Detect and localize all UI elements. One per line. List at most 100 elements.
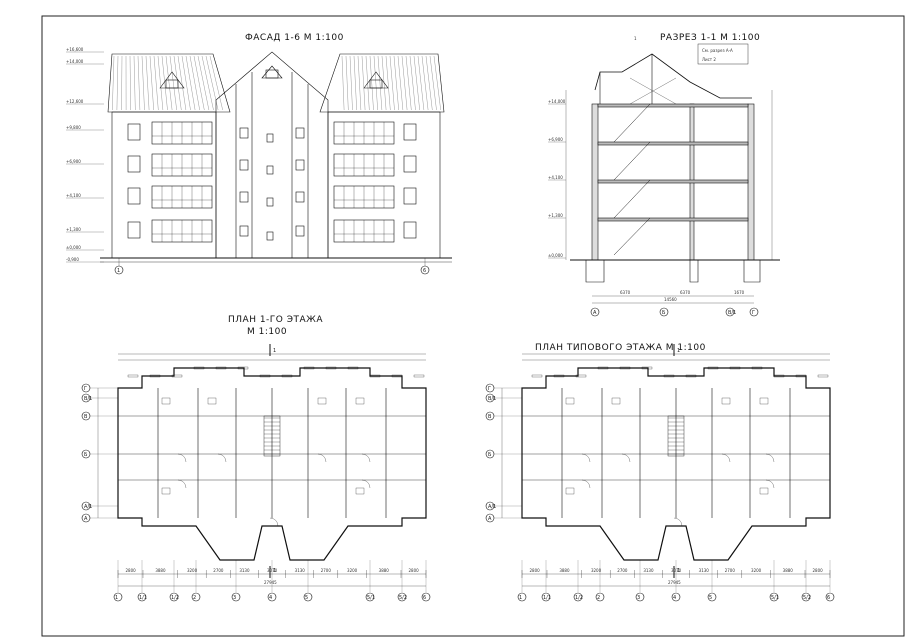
roof-hatch-line: [421, 55, 429, 111]
section-axis-label: В/1: [728, 310, 736, 316]
plan-overall-dim: 27945: [264, 580, 277, 585]
section-slab: [597, 217, 749, 222]
roof-hatch-line: [353, 55, 357, 111]
door-swing: [765, 453, 775, 463]
plan-staircase: [263, 415, 281, 457]
facade-window: [403, 155, 417, 173]
plan-axis-label: 5: [709, 595, 712, 601]
section-level-text: +6,900: [548, 137, 563, 142]
plan-window: [663, 374, 675, 378]
facade-window: [403, 187, 417, 205]
roof-hatch-line: [345, 55, 349, 111]
plan-bay-dim: 2800: [812, 568, 823, 573]
plan-outline-inner: [521, 367, 831, 561]
plan-bay-dim: 2800: [530, 568, 541, 573]
level-mark-text: +16,600: [66, 47, 84, 52]
plan-axis-label-left: В/1: [488, 396, 496, 402]
level-mark-text: ±0,000: [66, 245, 81, 250]
section-stairs: [613, 103, 651, 256]
plan-axis-label-left: А/1: [488, 504, 496, 510]
door-swing: [361, 479, 371, 489]
plan-window: [413, 374, 425, 378]
section-axis-label: Г: [752, 310, 755, 316]
section-dim-total: 14560: [664, 297, 677, 302]
plan-bay-dim: 3880: [155, 568, 166, 573]
plan-axis-bubble-left: [485, 501, 495, 511]
plan-axis-bubble-left: [81, 411, 91, 421]
roof-hatch-line: [401, 55, 408, 111]
plan-outline-inner: [117, 367, 427, 561]
plan-window: [391, 374, 403, 378]
section-slab: [597, 179, 749, 184]
balcony: [333, 153, 395, 177]
roof-hatch-line: [129, 55, 131, 111]
section-note-line2: Лист 2: [702, 57, 716, 62]
facade-windows: [127, 123, 417, 241]
facade-window-stair: [266, 165, 274, 175]
plan-fixture: [355, 397, 365, 405]
plan-bay-dim: 2700: [617, 568, 628, 573]
section-wall-right: [747, 103, 755, 261]
section-axis-bubble: [590, 307, 600, 317]
roof-hatch-line: [153, 55, 159, 111]
plan-fixture: [317, 397, 327, 405]
plan-axis-label: 1/2: [575, 595, 583, 601]
plan-axis-label: 4: [673, 595, 676, 601]
facade-window-small: [295, 159, 305, 171]
section-level-text: ±0,000: [548, 253, 563, 258]
section-level-text: +4,100: [548, 175, 563, 180]
plan-axis-label-left: В/1: [84, 396, 92, 402]
roof-hatch-line: [185, 55, 196, 111]
plan-window: [817, 374, 829, 378]
facade-window: [127, 155, 141, 173]
section-axis-label: Б: [662, 310, 666, 316]
section-axis-bubble: [749, 307, 759, 317]
plan-bay-dim: 3880: [783, 568, 794, 573]
door-swing: [317, 453, 327, 463]
roof-hatch-line: [409, 55, 416, 111]
plan-axis-bubble: [231, 592, 241, 602]
central-gable: [215, 51, 329, 259]
section-note-line1: См. разрез А-А: [702, 48, 733, 53]
door-swing: [361, 453, 371, 463]
plan-axis-bubble-left: [485, 383, 495, 393]
facade-window-small: [239, 159, 249, 171]
plan-axis-label: 5: [305, 595, 308, 601]
plan-window: [259, 374, 271, 378]
roof-hatch-line: [141, 55, 145, 111]
plan-window: [303, 366, 315, 370]
roof-hatch-line: [397, 55, 404, 111]
section-floors: [597, 103, 749, 222]
plan-axis-bubble: [169, 592, 179, 602]
facade-wall-left: [111, 111, 217, 259]
level-mark-text: +12,600: [66, 99, 84, 104]
roof-hatch-line: [357, 55, 362, 111]
plan-bay-dim: 3200: [347, 568, 358, 573]
plan-bay-dim: 3070: [671, 568, 682, 573]
plan-bay-dim: 2800: [408, 568, 419, 573]
roof-hatch-line: [341, 55, 345, 111]
plan-fixture: [161, 397, 171, 405]
plan-fixture: [721, 397, 731, 405]
stair-flight: [613, 217, 651, 256]
plan-window: [149, 374, 161, 378]
plan-axis-bubble: [769, 592, 779, 602]
plan-axis-label: 1: [115, 595, 118, 601]
plan-axis-bubble-left: [485, 449, 495, 459]
stair-well: [263, 415, 281, 457]
plan-axis-label: 4: [269, 595, 272, 601]
roof-hatch-line: [209, 55, 223, 111]
plan-axis-bubble: [191, 592, 201, 602]
balcony: [333, 185, 395, 209]
plan-axis-bubble: [267, 592, 277, 602]
plan-axis-bubble: [303, 592, 313, 602]
plan-window: [171, 374, 183, 378]
balcony: [333, 121, 395, 145]
roof-hatch-line: [413, 55, 420, 111]
facade-window-small: [295, 191, 305, 203]
plan-window: [325, 366, 337, 370]
plan-bay-dim: 3130: [239, 568, 250, 573]
